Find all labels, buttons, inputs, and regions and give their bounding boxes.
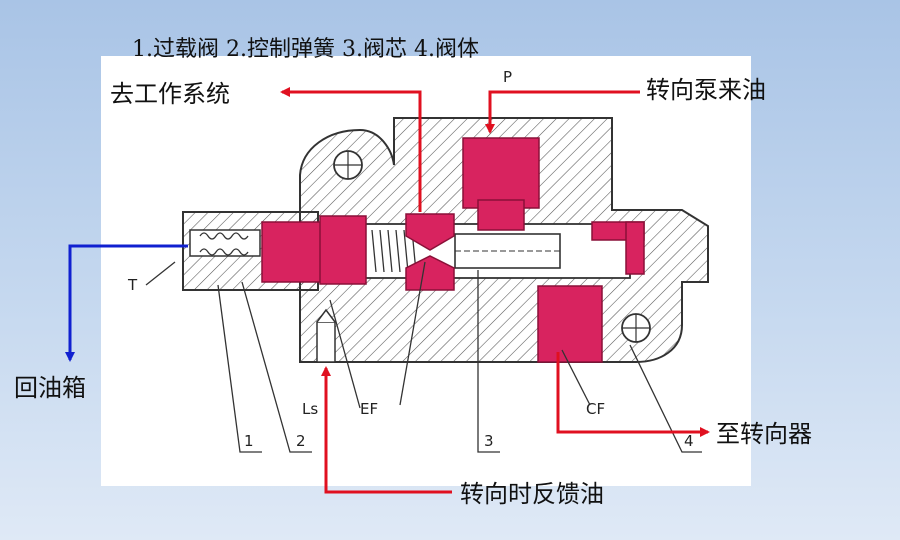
arrow-to-steering-gear: [556, 352, 710, 437]
pilot-channel-down: [625, 221, 645, 275]
label-return-tank: 回油箱: [14, 374, 86, 402]
cf-chamber: [537, 285, 603, 363]
arrow-feedback-oil: [321, 366, 452, 494]
overload-chamber: [261, 221, 329, 283]
tag-ef: EF: [360, 400, 378, 418]
pump-inlet-neck: [477, 199, 525, 231]
tag-part-1: 1: [244, 432, 254, 450]
control-spring: [199, 229, 417, 273]
tag-part-2: 2: [296, 432, 306, 450]
spring-chamber: [319, 215, 367, 285]
tag-p: P: [503, 68, 512, 86]
tag-cf: CF: [586, 400, 605, 418]
valve-spool: [454, 233, 561, 269]
tag-ls: Ls: [302, 400, 318, 418]
ef-chamber-top: [405, 213, 455, 251]
label-feedback-oil: 转向时反馈油: [460, 480, 604, 508]
arrow-to-work-system: [280, 87, 422, 212]
label-to-work-system: 去工作系统: [110, 80, 230, 108]
parts-legend: 1.过载阀 2.控制弹簧 3.阀芯 4.阀体: [132, 37, 479, 62]
flow-arrows: [65, 87, 710, 494]
port-tags: P T Ls EF CF 1 2 3 4: [127, 68, 694, 450]
tag-t: T: [127, 276, 138, 294]
ef-chamber-bottom: [405, 255, 455, 291]
label-from-pump: 转向泵来油: [646, 76, 766, 104]
leader-lines: [145, 261, 702, 453]
arrow-from-pump: [485, 90, 640, 134]
ls-port: [316, 308, 336, 363]
tag-part-3: 3: [484, 432, 494, 450]
label-to-steering-gear: 至转向器: [716, 420, 812, 448]
tag-part-4: 4: [684, 432, 694, 450]
oil-chambers: [261, 137, 645, 363]
pump-inlet-chamber: [462, 137, 540, 209]
arrow-return-tank: [65, 244, 188, 362]
